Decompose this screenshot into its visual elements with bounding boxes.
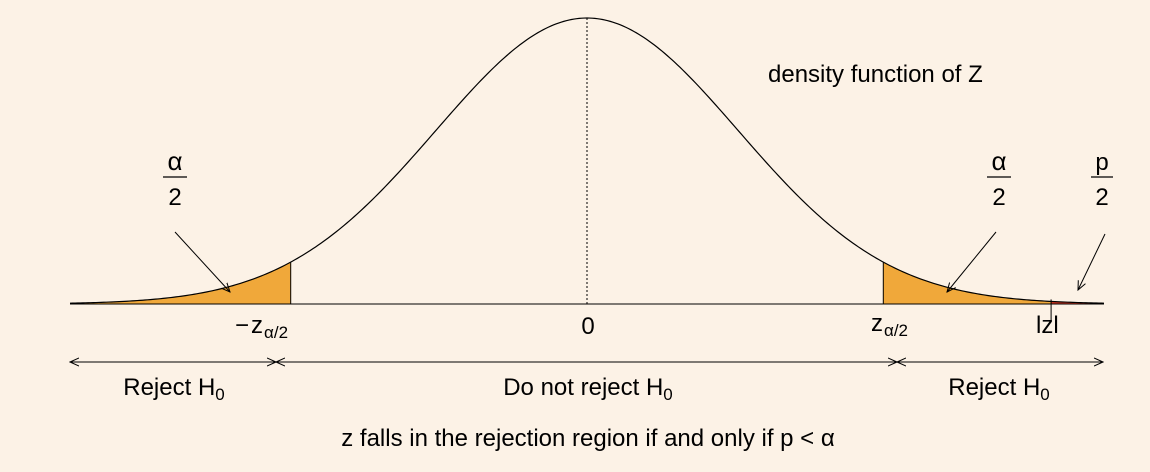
left-alpha-pointer [174, 231, 230, 292]
p-pointer [1078, 233, 1106, 290]
curve-label: density function of Z [768, 61, 983, 88]
right-critical-label: zα/2 [871, 310, 908, 340]
left-rejection-area [70, 262, 291, 304]
left-alpha-denominator: 2 [168, 184, 181, 211]
right-alpha-numerator: α [991, 146, 1006, 176]
right-alpha-pointer [947, 231, 997, 292]
p-denominator: 2 [1095, 184, 1108, 211]
p-numerator: p [1095, 149, 1108, 176]
density-curve [69, 17, 1105, 304]
center-zero-label: 0 [581, 313, 594, 340]
left-critical-label: −zα/2 [235, 312, 288, 342]
right-rejection-area [883, 262, 1052, 304]
middle-region-label: Do not reject H0 [503, 374, 673, 404]
left-alpha-numerator: α [167, 146, 182, 176]
left-region-label: Reject H0 [123, 374, 225, 404]
right-region-label: Reject H0 [948, 374, 1050, 404]
caption: z falls in the rejection region if and o… [341, 425, 835, 452]
observed-z-label: lzl [1036, 312, 1059, 339]
right-alpha-denominator: 2 [992, 184, 1005, 211]
